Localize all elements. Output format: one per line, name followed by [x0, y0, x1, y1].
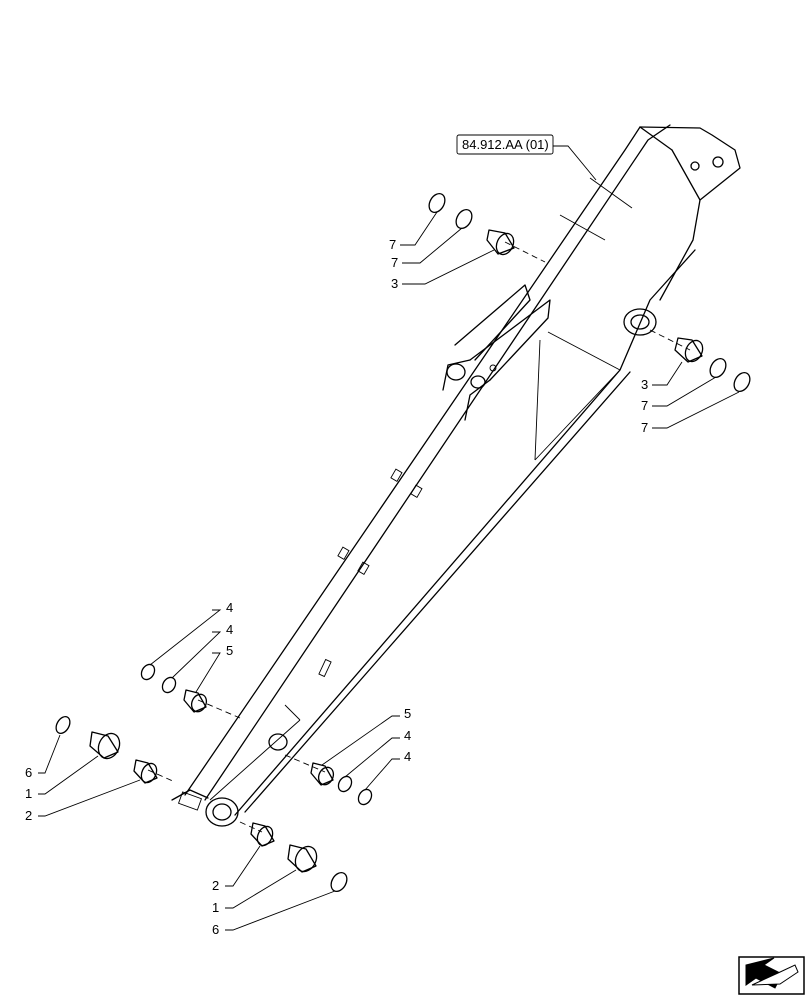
- next-page-arrow-icon[interactable]: [738, 956, 805, 995]
- seal-ring-part: [357, 788, 373, 806]
- assembly-axis-left-upper: [197, 699, 241, 719]
- bushing-part: [133, 759, 158, 784]
- bushing-part: [183, 689, 208, 713]
- seal-ring-part: [709, 358, 727, 378]
- bushing-part: [250, 822, 275, 847]
- seal-ring-part: [330, 872, 348, 892]
- callout-number: 5: [404, 706, 411, 721]
- callout-number: 6: [212, 922, 219, 937]
- callout-number: 7: [641, 420, 648, 435]
- assembly-axis-top: [504, 241, 546, 263]
- callout-number: 7: [391, 255, 398, 270]
- callout-number: 1: [25, 786, 32, 801]
- callout-number: 2: [212, 878, 219, 893]
- assembly-axis-foot-right: [239, 821, 263, 833]
- assembly-axis-right: [649, 329, 691, 351]
- seal-ring-part: [337, 775, 353, 793]
- flanged-bushing-part: [287, 844, 318, 873]
- bushing-part: [674, 337, 704, 363]
- boom-arm: [171, 124, 741, 827]
- seal-ring-part: [55, 715, 71, 735]
- flanged-bushing-part: [89, 731, 121, 760]
- assembly-axis-lower: [284, 754, 326, 773]
- seal-ring-part: [428, 193, 446, 213]
- seal-ring-part: [161, 676, 177, 694]
- callout-number: 2: [25, 808, 32, 823]
- bushing-part: [486, 229, 515, 256]
- callout-number: 7: [641, 398, 648, 413]
- seal-ring-part: [733, 372, 751, 392]
- seal-ring-part: [455, 209, 473, 229]
- callout-number: 5: [226, 643, 233, 658]
- leader-lines: [38, 145, 740, 931]
- callout-number: 1: [212, 900, 219, 915]
- callout-number: 7: [389, 237, 396, 252]
- callout-number: 3: [641, 377, 648, 392]
- assembly-axis-foot: [147, 769, 176, 783]
- callout-number: 4: [226, 600, 233, 615]
- callout-number: 4: [404, 728, 411, 743]
- bushing-part: [310, 762, 335, 786]
- reference-label: 84.912.AA (01): [462, 137, 549, 152]
- reference-label-box[interactable]: 84.912.AA (01): [456, 134, 554, 155]
- callout-number: 6: [25, 765, 32, 780]
- callout-number: 3: [391, 276, 398, 291]
- seal-ring-part: [140, 663, 156, 681]
- callout-number: 4: [226, 622, 233, 637]
- callout-number: 4: [404, 749, 411, 764]
